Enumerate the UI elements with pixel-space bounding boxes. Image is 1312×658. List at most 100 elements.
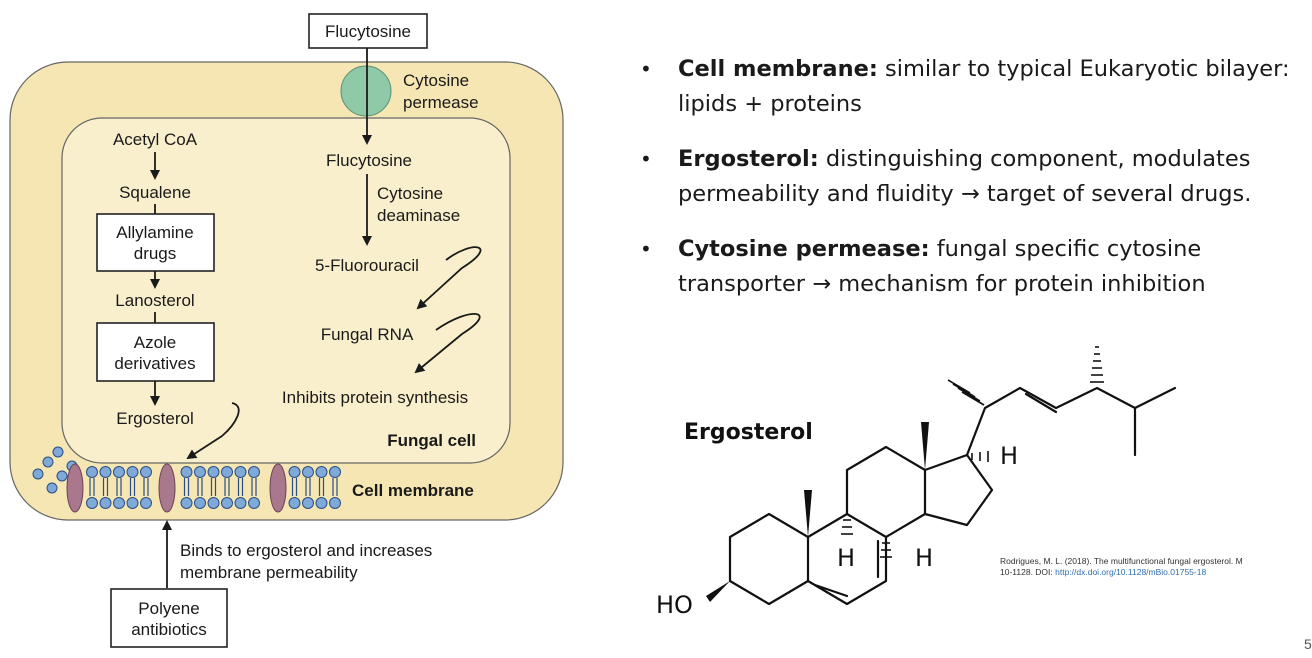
- cell-membrane-bilayer: [32, 446, 341, 513]
- cell-membrane-label: Cell membrane: [352, 481, 474, 500]
- lipid-head: [99, 497, 112, 509]
- h-label-14: H: [915, 544, 933, 572]
- lipid-head: [302, 466, 314, 478]
- lipid-head: [221, 466, 233, 478]
- inhibits-label: Inhibits protein synthesis: [282, 388, 468, 407]
- binds-text-1: Binds to ergosterol and increases: [180, 541, 432, 560]
- hashed-bonds: [841, 346, 1104, 558]
- lipid-head: [86, 466, 98, 478]
- permease-label-2: permease: [403, 93, 479, 112]
- citation-prefix: 10-1128. DOI:: [1000, 567, 1056, 577]
- lipid-head: [248, 497, 260, 509]
- bullet-term: Cell membrane:: [678, 56, 878, 82]
- page-number: 5: [1304, 636, 1312, 652]
- fluorouracil-label: 5-Fluorouracil: [315, 256, 419, 275]
- allylamine-label-1: Allylamine: [116, 223, 193, 242]
- ring-d: [923, 453, 994, 527]
- ring-a: [728, 512, 810, 606]
- membrane-protein: [158, 463, 176, 513]
- permease-label-1: Cytosine: [403, 71, 469, 90]
- bullet-text: distinguishing component, modulates perm…: [678, 146, 1252, 207]
- bullet-cytosine-permease: Cytosine permease: fungal specific cytos…: [640, 232, 1312, 302]
- lipid-head: [126, 497, 139, 509]
- lipid-head: [32, 468, 44, 480]
- h-label-9: H: [837, 544, 855, 572]
- lipid-head: [194, 466, 206, 478]
- lipid-head: [56, 470, 68, 482]
- lipid-head: [302, 497, 314, 509]
- lipid-head: [46, 482, 58, 494]
- cytosine-permease: [340, 65, 392, 117]
- lipid-head: [180, 497, 193, 509]
- lipid-head: [288, 497, 301, 509]
- lipid-head: [234, 466, 247, 478]
- bullet-term: Ergosterol:: [678, 146, 819, 172]
- lanosterol-label: Lanosterol: [115, 291, 194, 310]
- lipid-head: [126, 466, 139, 478]
- lipid-head: [140, 497, 152, 509]
- polyene-label-1: Polyene: [138, 599, 199, 618]
- ergosterol-label: Ergosterol: [116, 409, 193, 428]
- lipid-head: [315, 497, 328, 509]
- lipid-head: [42, 456, 54, 468]
- citation-line-2: 10-1128. DOI: http://dx.doi.org/10.1128/…: [1000, 567, 1312, 578]
- bullet-cell-membrane: Cell membrane: similar to typical Eukary…: [640, 52, 1312, 122]
- squalene-label: Squalene: [119, 183, 191, 202]
- lipid-head: [207, 466, 220, 478]
- lipid-head: [248, 466, 260, 478]
- ho-wedge: [706, 581, 730, 602]
- double-bond-b: [813, 583, 849, 598]
- methyl-wedge-19: [804, 490, 812, 537]
- ergosterol-structure: HO H H H: [656, 346, 1177, 619]
- membrane-protein: [269, 463, 287, 513]
- lipid-head: [207, 497, 220, 509]
- lipid-head: [113, 466, 125, 478]
- arrow-to-fungal-rna: [416, 246, 482, 310]
- polyene-box: [110, 588, 228, 648]
- lipid-head: [329, 466, 341, 478]
- lipid-head: [288, 466, 301, 478]
- side-chain: [965, 386, 1177, 457]
- lipid-head: [52, 446, 64, 458]
- flucytosine-box: [308, 13, 428, 49]
- azole-label-1: Azole: [134, 333, 177, 352]
- deaminase-label-1: Cytosine: [377, 184, 443, 203]
- lipid-head: [140, 466, 152, 478]
- citation-doi-link[interactable]: http://dx.doi.org/10.1128/mBio.01755-18: [1055, 567, 1207, 577]
- lipid-head: [194, 497, 206, 509]
- bullet-list: Cell membrane: similar to typical Eukary…: [640, 52, 1312, 322]
- bullet-term: Cytosine permease:: [678, 236, 930, 262]
- h-label-17: H: [1000, 442, 1018, 470]
- membrane-protein: [66, 463, 84, 513]
- lipid-head: [315, 466, 328, 478]
- fungal-rna-label: Fungal RNA: [321, 325, 414, 344]
- fungal-drug-targets-diagram: Flucytosine Cytosine permease Acetyl CoA…: [9, 13, 564, 648]
- lipid-head: [99, 466, 112, 478]
- azole-box: [96, 322, 215, 382]
- ring-c: [845, 445, 927, 539]
- bullet-ergosterol: Ergosterol: distinguishing component, mo…: [640, 142, 1312, 212]
- bullet-text: fungal specific cytosine transporter → m…: [678, 236, 1206, 297]
- acetyl-coa-label: Acetyl CoA: [113, 130, 198, 149]
- side-chain-double-bond: [1024, 392, 1058, 414]
- ring-b: [806, 512, 888, 606]
- citation: Rodrigues, M. L. (2018). The multifuncti…: [1000, 556, 1312, 578]
- flucytosine-box-label: Flucytosine: [325, 22, 411, 41]
- lipid-head: [86, 497, 98, 509]
- ergosterol-structure-title: Ergosterol: [684, 420, 813, 445]
- binds-text-2: membrane permeability: [180, 563, 358, 582]
- flucytosine-inner-label: Flucytosine: [326, 151, 412, 170]
- bullet-text: similar to typical Eukaryotic bilayer: l…: [678, 56, 1290, 117]
- lipid-head: [234, 497, 247, 509]
- polyene-label-2: antibiotics: [131, 620, 207, 639]
- arrow-to-inhibits: [414, 312, 481, 374]
- allylamine-label-2: drugs: [134, 244, 177, 263]
- ho-label: HO: [656, 591, 693, 619]
- lipid-head: [180, 466, 193, 478]
- fungal-cell-label: Fungal cell: [387, 431, 476, 450]
- lipid-head: [113, 497, 125, 509]
- lipid-head: [329, 497, 341, 509]
- azole-label-2: derivatives: [114, 354, 195, 373]
- methyl-wedge-18: [921, 422, 929, 470]
- arrow-ergosterol-membrane: [186, 402, 240, 460]
